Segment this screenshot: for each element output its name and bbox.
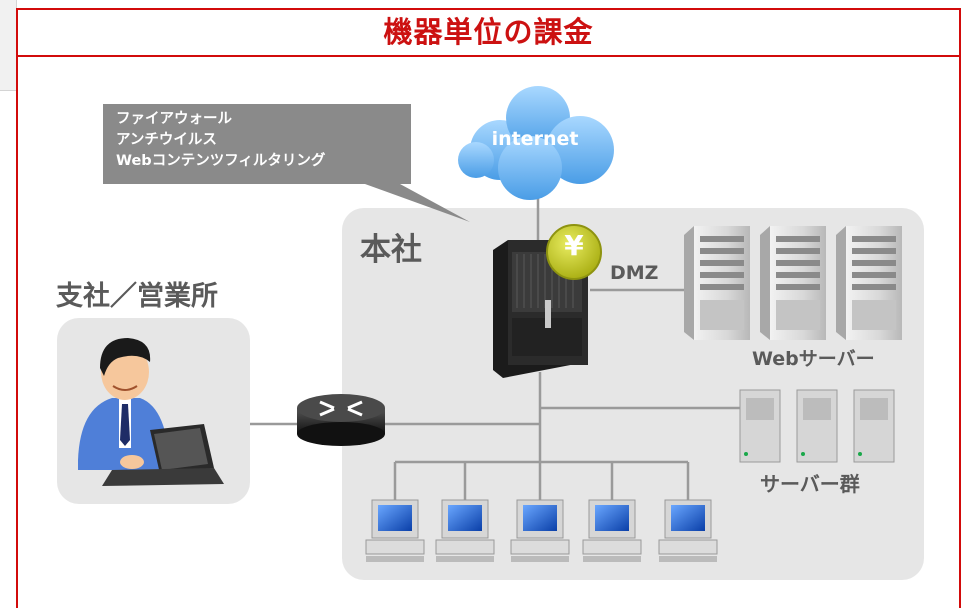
client-pc-icon-1 xyxy=(365,499,425,562)
dmz-label: DMZ xyxy=(610,262,659,284)
network-lines xyxy=(250,190,740,500)
page-title: 機器単位の課金 xyxy=(383,15,594,49)
yen-symbol: ¥ xyxy=(564,229,584,262)
callout-line-firewall: ファイアウォール xyxy=(116,111,232,127)
callout-line-web-filtering: Webコンテンツフィルタリング xyxy=(116,153,326,169)
client-pc-icon-3 xyxy=(510,499,570,562)
server-group-label: サーバー群 xyxy=(760,472,860,496)
person-at-laptop-icon xyxy=(78,338,224,486)
callout-box xyxy=(103,104,470,222)
client-pc-icon-4 xyxy=(582,499,642,562)
internet-label: internet xyxy=(491,128,579,150)
web-servers-icon xyxy=(684,226,902,340)
content-frame xyxy=(16,8,961,608)
callout-line-antivirus: アンチウイルス xyxy=(116,132,217,148)
yen-coin-icon xyxy=(546,224,602,280)
title-bar: 機器単位の課金 xyxy=(18,10,959,57)
internet-cloud-icon xyxy=(458,86,614,200)
router-icon xyxy=(297,394,385,446)
branch-label: 支社／営業所 xyxy=(56,281,218,312)
client-pc-icon-2 xyxy=(435,499,495,562)
server-group-icon xyxy=(739,389,895,463)
hq-label: 本社 xyxy=(360,232,422,268)
client-pc-icon-5 xyxy=(658,499,718,562)
web-servers-label: Webサーバー xyxy=(752,348,875,370)
